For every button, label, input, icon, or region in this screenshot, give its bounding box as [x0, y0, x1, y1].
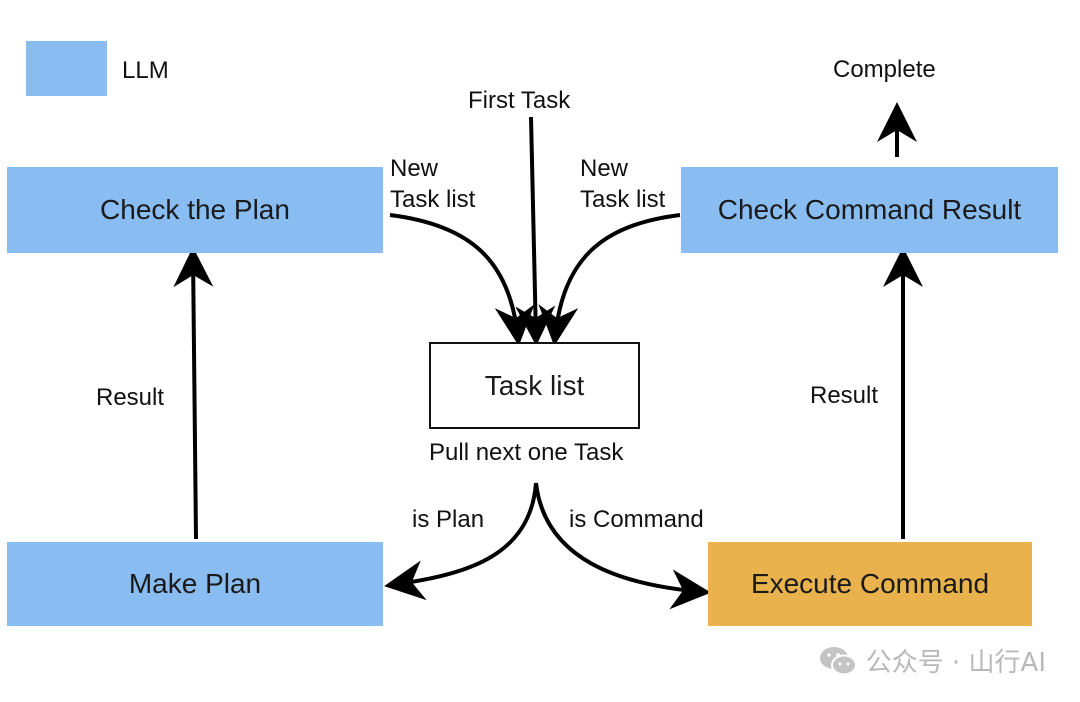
label-is-command: is Command: [569, 506, 704, 533]
arrow-is-command: [534, 482, 711, 610]
node-check-command-result: Check Command Result: [681, 167, 1058, 253]
arrow-first-task: [515, 116, 556, 346]
wechat-icon: [819, 646, 857, 675]
arrow-is-plan: [384, 482, 538, 601]
label-result-left: Result: [96, 384, 165, 411]
arrow-new-task-list-left: [389, 213, 535, 346]
label-is-plan: is Plan: [412, 506, 485, 533]
watermark: 公众号 · 山行AI: [818, 642, 1046, 679]
arrow-result-left: [173, 247, 214, 540]
node-check-the-plan: Check the Plan: [7, 167, 383, 253]
node-make-plan: Make Plan: [7, 542, 383, 626]
label-complete: Complete: [833, 56, 936, 83]
legend-label: LLM: [122, 57, 169, 84]
watermark-text: 公众号 · 山行AI: [865, 648, 1046, 678]
legend-swatch: [26, 41, 107, 96]
label-first-task: First Task: [468, 87, 571, 114]
node-task-list: Task list: [429, 342, 640, 429]
label-new-task-list-left: New Task list: [390, 155, 476, 214]
arrow-new-task-list-right: [538, 213, 681, 346]
label-new-task-list-right: New Task list: [580, 155, 666, 214]
label-pull-next: Pull next one Task: [429, 439, 624, 466]
label-result-right: Result: [810, 382, 879, 409]
node-execute-command: Execute Command: [708, 542, 1032, 626]
